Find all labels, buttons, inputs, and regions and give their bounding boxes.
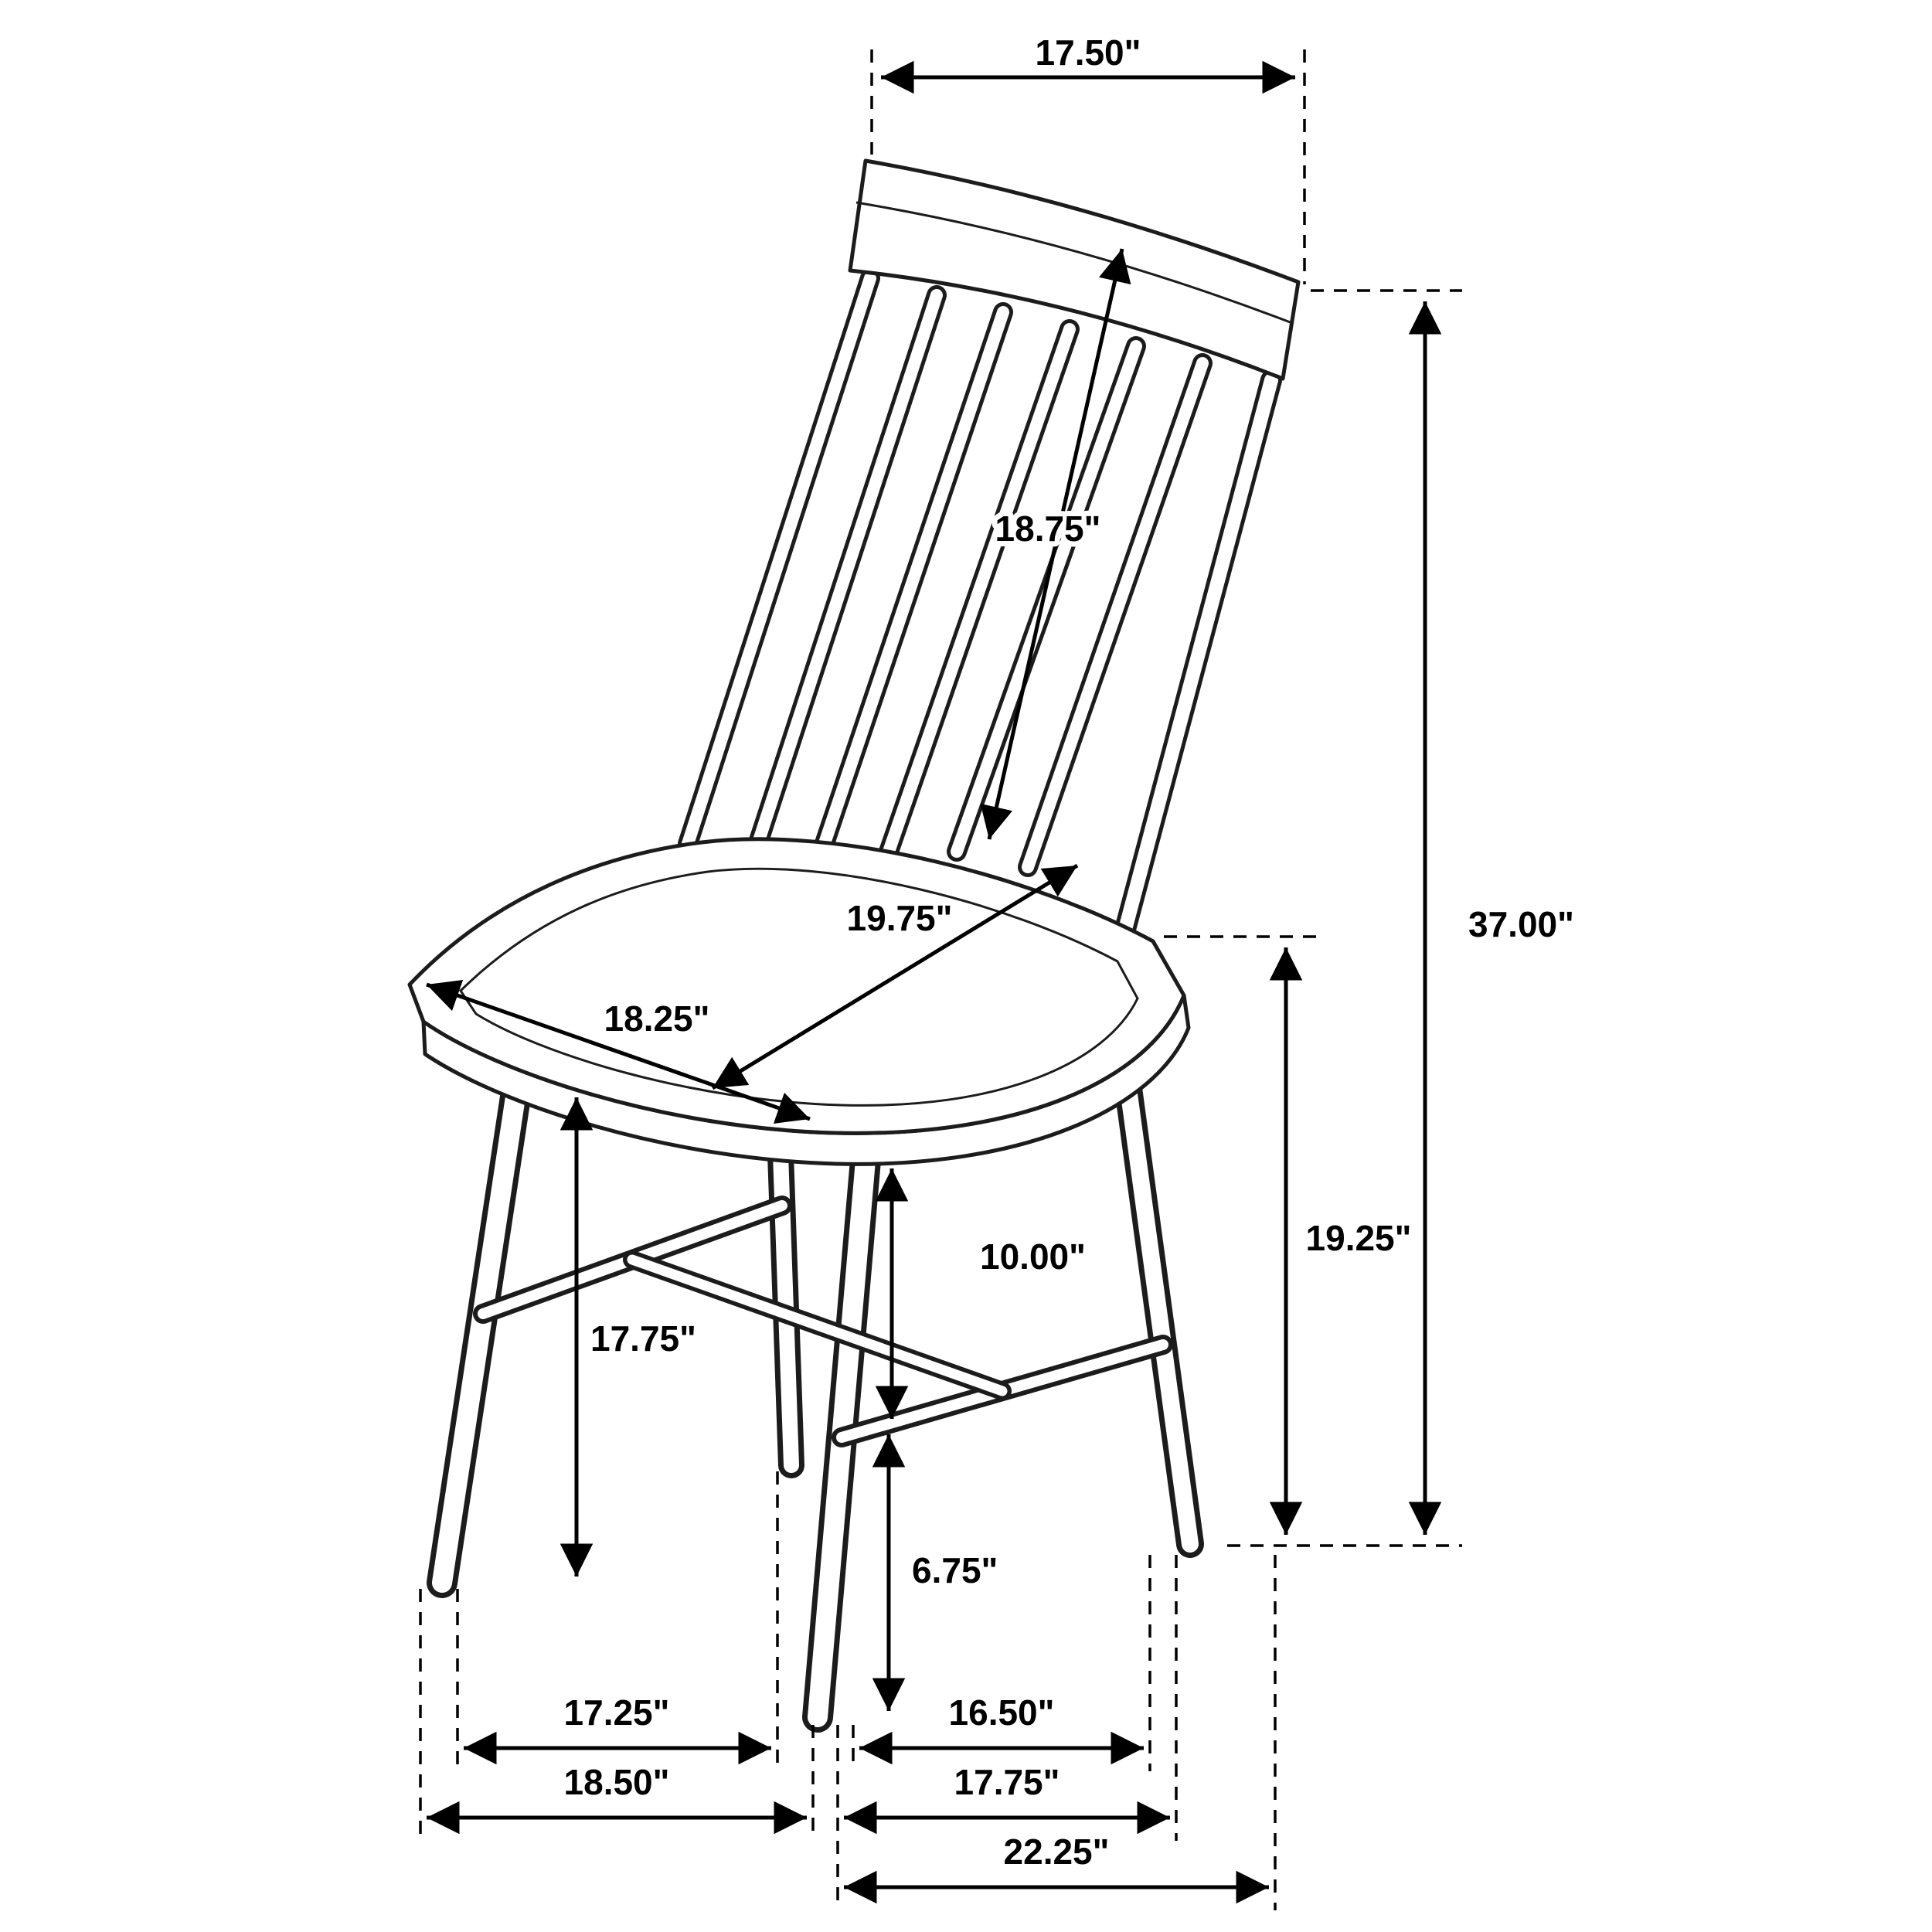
dim-base-side-depth-label: 17.75" [954,1762,1060,1802]
chair-spindle-3 [811,302,1013,865]
dim-back-length-label: 18.75" [995,509,1101,549]
dim-seat-width: 18.25" [426,980,811,1124]
chair-stretcher-cross [623,1250,1012,1400]
dim-base-side-depth: 17.75" [836,1555,1178,1910]
dim-stretcher-to-floor: 6.75" [872,1434,1003,1711]
dim-overall-height-label: 37.00" [1468,904,1574,944]
dim-top-width: 17.50" [870,27,1306,284]
chair-spindle-2 [744,285,947,865]
dim-overall-depth: 22.25" [844,1555,1277,1910]
dimension-annotations: 17.50" 18.75" 37.00" 19.75" 18.25" [419,27,1580,1910]
dim-back-length-line [980,248,1131,840]
dim-side-leg-spacing-label: 16.50" [949,1692,1055,1733]
dim-base-front-width: 18.50" [419,1589,815,1841]
dim-seat-width-label: 18.25" [604,998,710,1039]
chair-drawing [407,158,1301,1733]
chair-leg-back-right [1105,1006,1204,1558]
chair-leg-back-left [766,1097,804,1478]
chair-back-spindles [678,268,1282,969]
dim-seat-width-line [426,980,811,1124]
dim-overall-height: 37.00" [1227,289,1580,1547]
dim-seat-height-right: 19.25" [1164,935,1417,1535]
dim-seat-height-left-label: 17.75" [590,1318,696,1359]
dim-seat-to-stretcher: 10.00" [875,1168,1091,1419]
dim-top-width-label: 17.50" [1036,32,1141,73]
chair-spindle-7 [1107,369,1282,969]
dim-overall-depth-label: 22.25" [1004,1832,1110,1872]
dim-seat-to-stretcher-label: 10.00" [980,1236,1086,1277]
dim-front-leg-spacing-label: 17.25" [564,1692,670,1733]
chair-spindle-1 [678,268,880,854]
dim-front-leg-spacing: 17.25" [456,1471,779,1771]
dim-seat-height-left: 17.75" [560,1097,702,1577]
dim-seat-depth-label: 19.75" [847,898,953,938]
chair-spindle-6 [1018,353,1213,877]
dim-base-front-width-label: 18.50" [564,1762,670,1802]
dim-seat-height-right-label: 19.25" [1306,1218,1412,1258]
dim-side-leg-spacing: 16.50" [852,1555,1151,1771]
chair-stretchers [473,1196,1173,1447]
dim-stretcher-to-floor-label: 6.75" [912,1550,998,1590]
dim-back-length: 18.75" [980,248,1131,840]
